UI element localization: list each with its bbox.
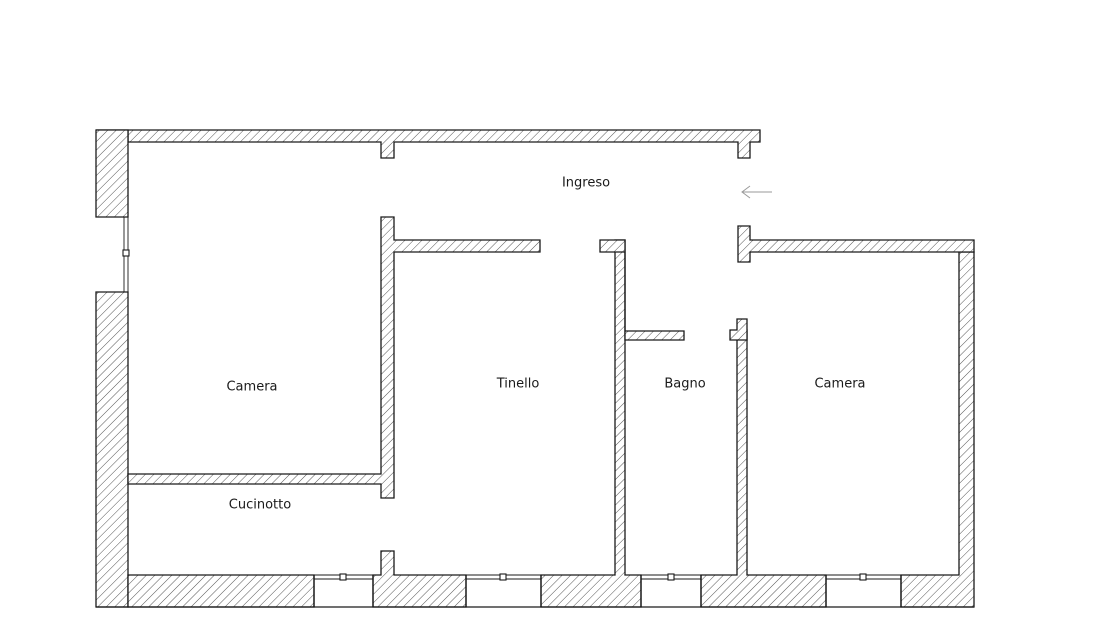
wall-bottom-3 <box>540 239 642 608</box>
wall-bottom-2 <box>372 550 467 608</box>
exterior-walls <box>95 129 975 608</box>
wall-bottom-5 <box>900 251 975 608</box>
window-bottom-2 <box>465 573 542 607</box>
wall-left-lower <box>95 291 129 608</box>
windows <box>122 217 902 607</box>
wall-right-top <box>737 225 975 263</box>
window-left <box>122 217 130 292</box>
wall-camera-tinello <box>127 216 541 499</box>
wall-tinello-bagno-top <box>599 239 685 341</box>
window-bottom-3 <box>640 573 702 607</box>
room-label-bagno: Bagno <box>664 377 705 392</box>
room-label-ingreso: Ingreso <box>562 176 610 191</box>
wall-bagno-camera-jamb <box>729 318 748 341</box>
wall-bottom-1 <box>127 574 315 608</box>
room-label-camera-right: Camera <box>814 377 865 392</box>
interior-walls <box>127 216 748 499</box>
window-bottom-1 <box>313 573 374 607</box>
room-label-camera-left: Camera <box>226 380 277 395</box>
window-bottom-4 <box>825 573 902 607</box>
arrow-left-icon <box>741 185 772 199</box>
wall-top <box>96 129 761 159</box>
room-label-tinello: Tinello <box>496 377 540 392</box>
room-label-cucinotto: Cucinotto <box>229 498 291 513</box>
wall-left-upper <box>95 129 129 218</box>
wall-bottom-4 <box>700 329 827 608</box>
